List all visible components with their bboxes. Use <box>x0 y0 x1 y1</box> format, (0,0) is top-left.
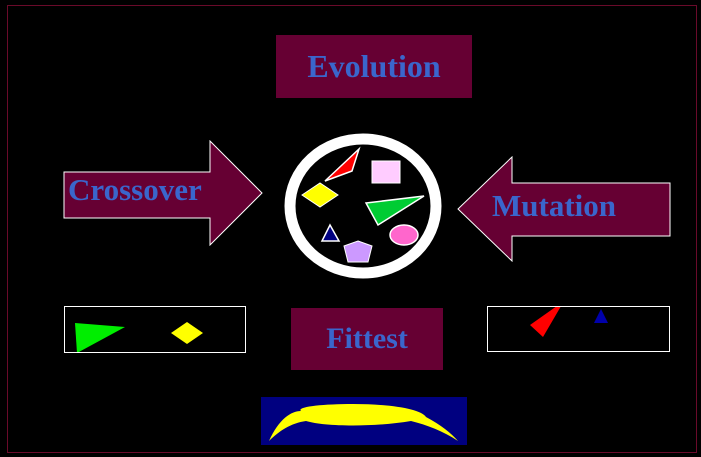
green-triangle-icon <box>75 323 125 352</box>
population-circle <box>284 133 442 279</box>
yellow-crescent-icon <box>269 404 458 441</box>
mutation-result-panel <box>487 306 670 352</box>
lilac-pentagon-icon <box>344 241 372 262</box>
fittest-label: Fittest <box>291 308 443 370</box>
crossover-result-panel <box>64 306 246 353</box>
yellow-diamond-icon <box>171 322 203 344</box>
pink-square-icon <box>372 161 400 183</box>
fittest-text: Fittest <box>326 322 408 356</box>
evolution-label: Evolution <box>276 35 472 98</box>
crossover-text: Crossover <box>68 172 202 208</box>
mutation-text: Mutation <box>492 188 616 224</box>
navy-triangle-icon <box>594 309 608 323</box>
fittest-result-panel <box>261 397 467 445</box>
evolution-text: Evolution <box>307 48 440 85</box>
pink-ellipse-icon <box>390 225 418 245</box>
red-triangle-icon <box>530 307 564 337</box>
